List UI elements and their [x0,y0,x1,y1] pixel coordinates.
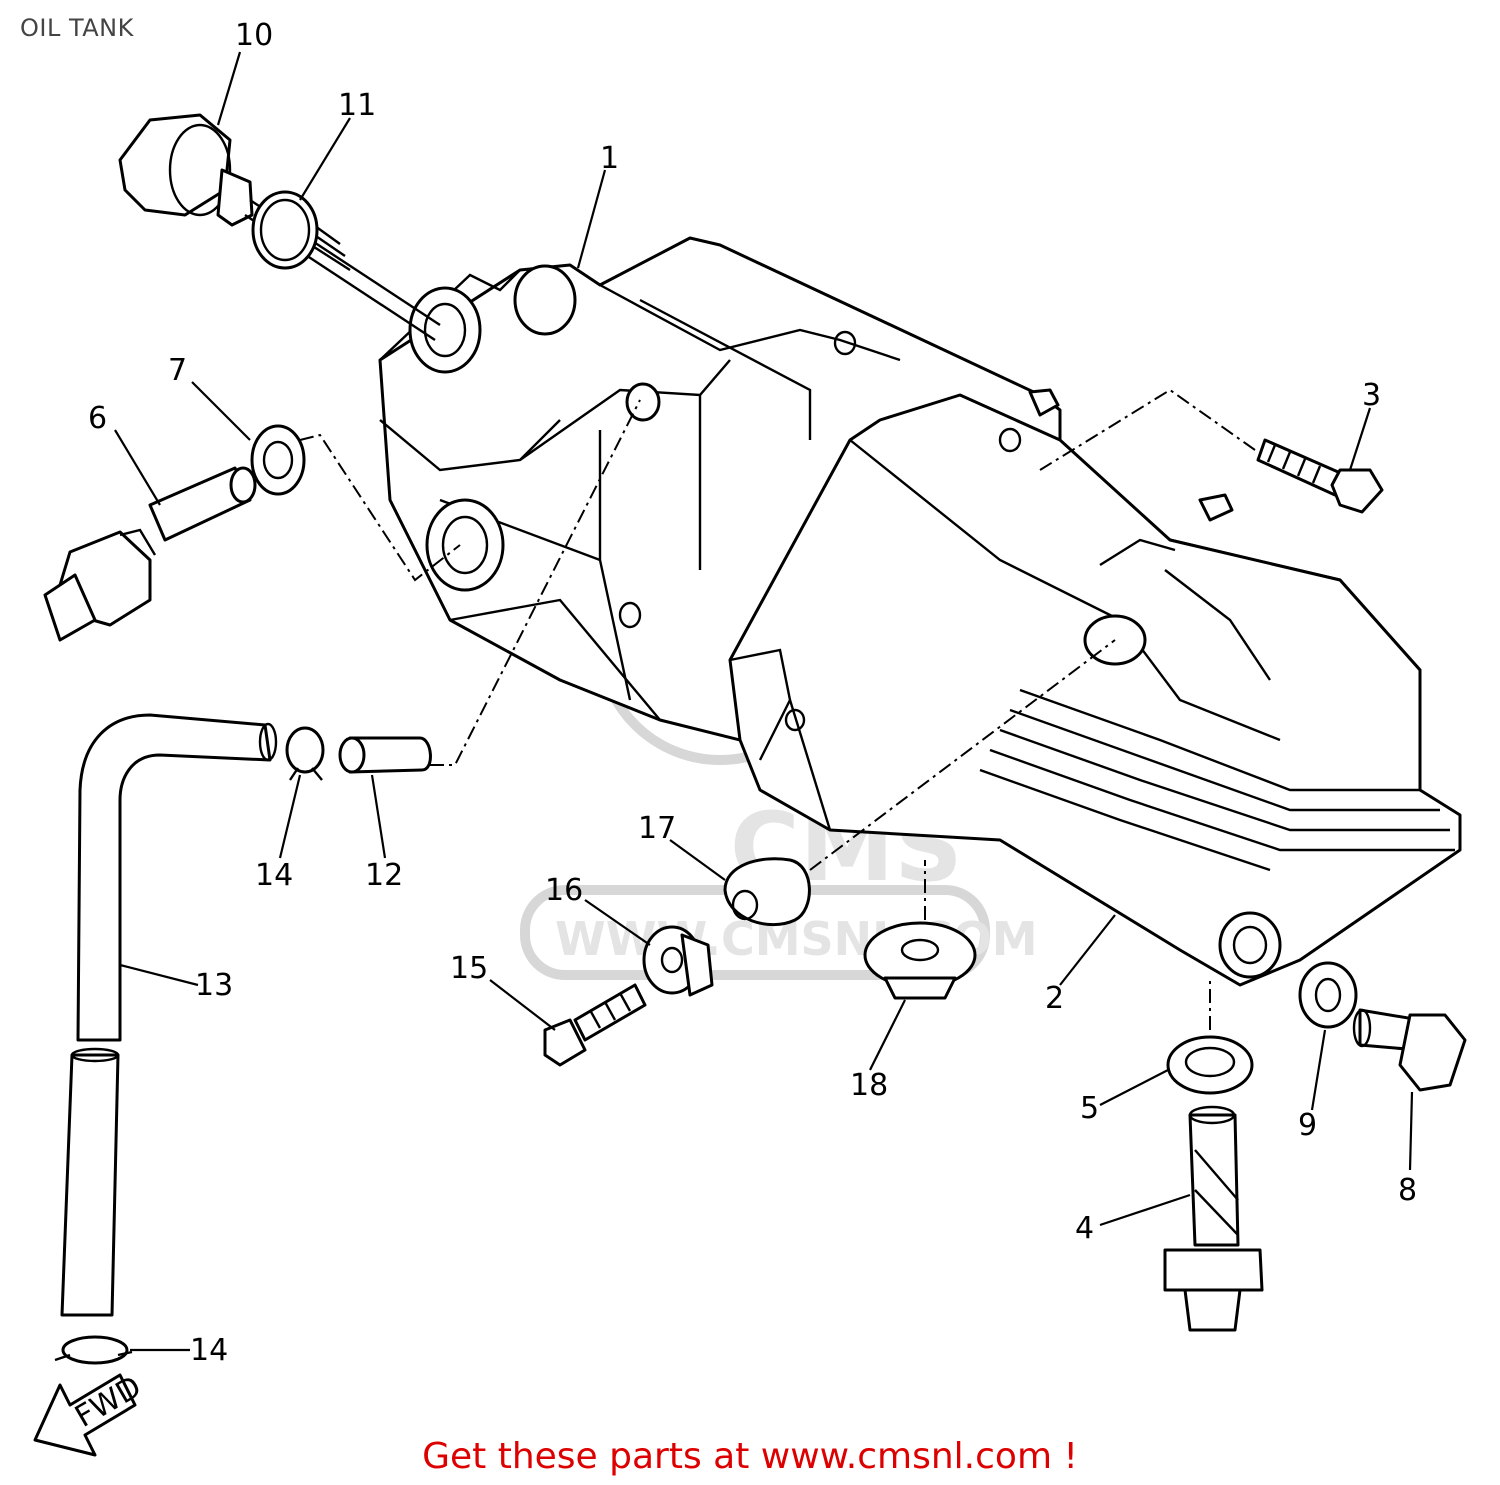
bolt-15 [543,983,647,1067]
callout-labels: 10 11 1 7 6 3 17 16 15 14 12 13 14 18 2 … [88,18,1417,1368]
callout-4: 4 [1075,1211,1094,1246]
oil-hose [60,713,278,1317]
tank-cover [728,388,1462,987]
union-fitting [43,466,257,642]
callout-15: 15 [450,951,488,986]
callout-3: 3 [1362,378,1381,413]
plug-12 [338,736,432,774]
callout-2: 2 [1045,981,1064,1016]
hose-clip-bottom [54,1335,133,1365]
callout-9: 9 [1298,1108,1317,1143]
drain-plug-8 [1352,1008,1467,1092]
callout-8: 8 [1398,1173,1417,1208]
callout-6: 6 [88,401,107,436]
callout-14-bottom: 14 [190,1333,228,1368]
callout-5: 5 [1080,1091,1099,1126]
leader-lines [114,51,1414,1352]
washer-9 [1298,961,1358,1029]
callout-14-top: 14 [255,858,293,893]
forward-arrow-label: FWD [69,1369,147,1434]
callout-18: 18 [850,1068,888,1103]
callout-7: 7 [168,353,187,388]
filler-cap [118,113,441,342]
callout-1: 1 [600,141,619,176]
footer-link-text[interactable]: Get these parts at www.cmsnl.com ! [422,1436,1078,1477]
hose-clip-top [285,726,325,781]
collar-16 [642,925,714,997]
grommet-17 [723,857,811,927]
assembly-lines [299,388,1256,1030]
gasket-7 [250,424,306,496]
callout-17: 17 [638,811,676,846]
callout-12: 12 [365,858,403,893]
strainer-bolt-4 [1163,1105,1264,1332]
callout-11: 11 [338,88,376,123]
callout-16: 16 [545,873,583,908]
callout-13: 13 [195,968,233,1003]
callout-10: 10 [235,18,273,53]
washer-5 [1166,1035,1254,1095]
diagram-title: OIL TANK [20,14,134,42]
bolt-3 [1256,438,1384,514]
o-ring-11 [251,190,319,270]
damper-18 [863,921,977,1000]
